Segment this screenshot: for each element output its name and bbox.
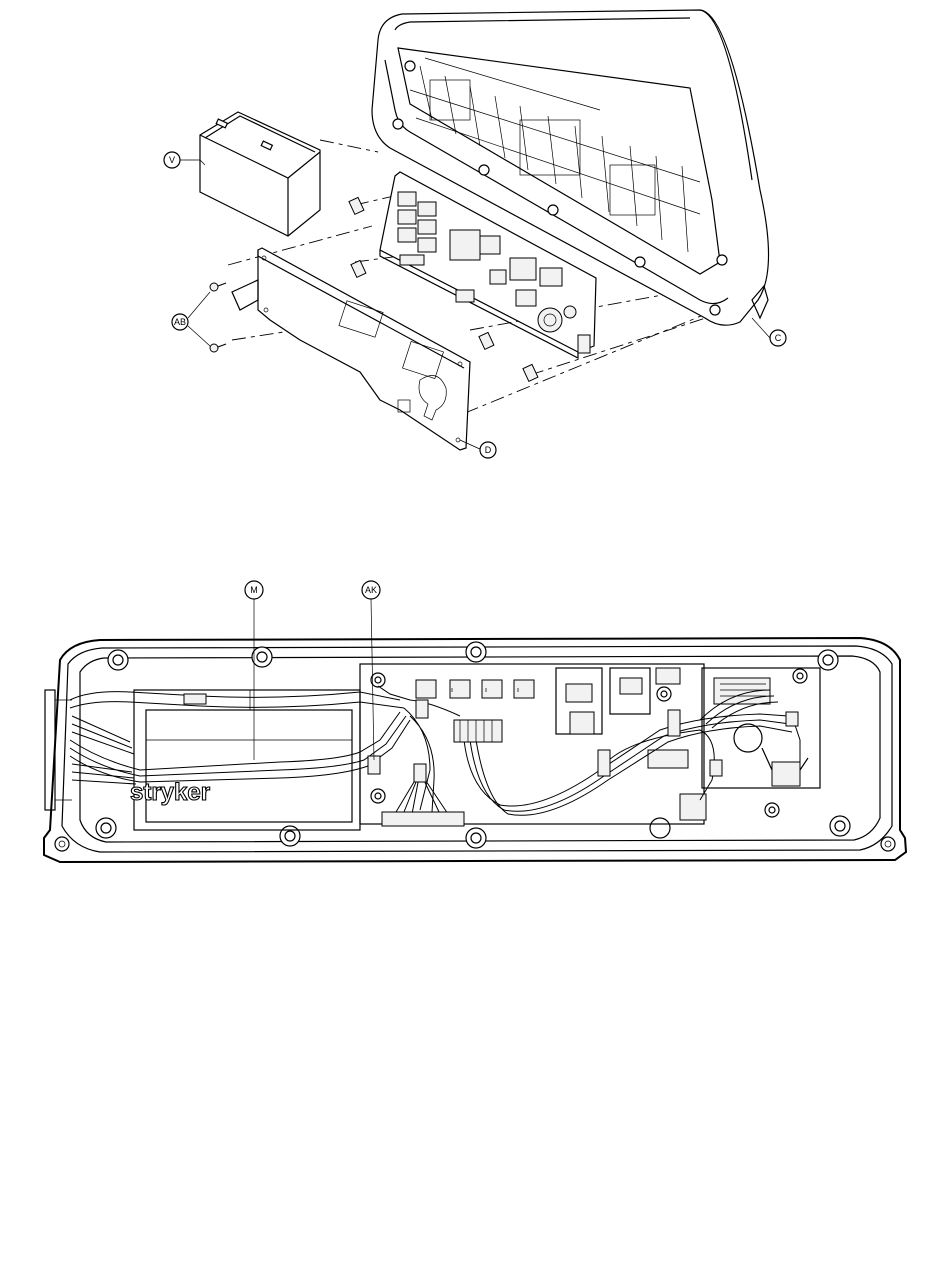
callout-d-label: D xyxy=(485,445,492,455)
stryker-logo: stryker xyxy=(130,779,210,806)
assembled-view: stryker M AK xyxy=(44,581,906,862)
callout-m: M xyxy=(245,581,263,760)
callout-m-label: M xyxy=(250,585,258,595)
callout-ak-label: AK xyxy=(365,585,377,595)
callout-d: D xyxy=(460,440,496,458)
battery-compartment xyxy=(134,690,360,830)
callout-v: V xyxy=(164,152,205,168)
callout-ab: AB xyxy=(172,292,210,346)
callout-ak: AK xyxy=(362,581,380,760)
screws xyxy=(210,283,226,352)
callout-ab-label: AB xyxy=(174,317,186,327)
battery xyxy=(200,112,320,236)
callout-v-label: V xyxy=(169,155,175,165)
exploded-view: V AB C D xyxy=(164,10,786,458)
callout-c-label: C xyxy=(775,333,782,343)
logo-text: stryker xyxy=(130,779,210,806)
callout-c: C xyxy=(752,318,786,346)
